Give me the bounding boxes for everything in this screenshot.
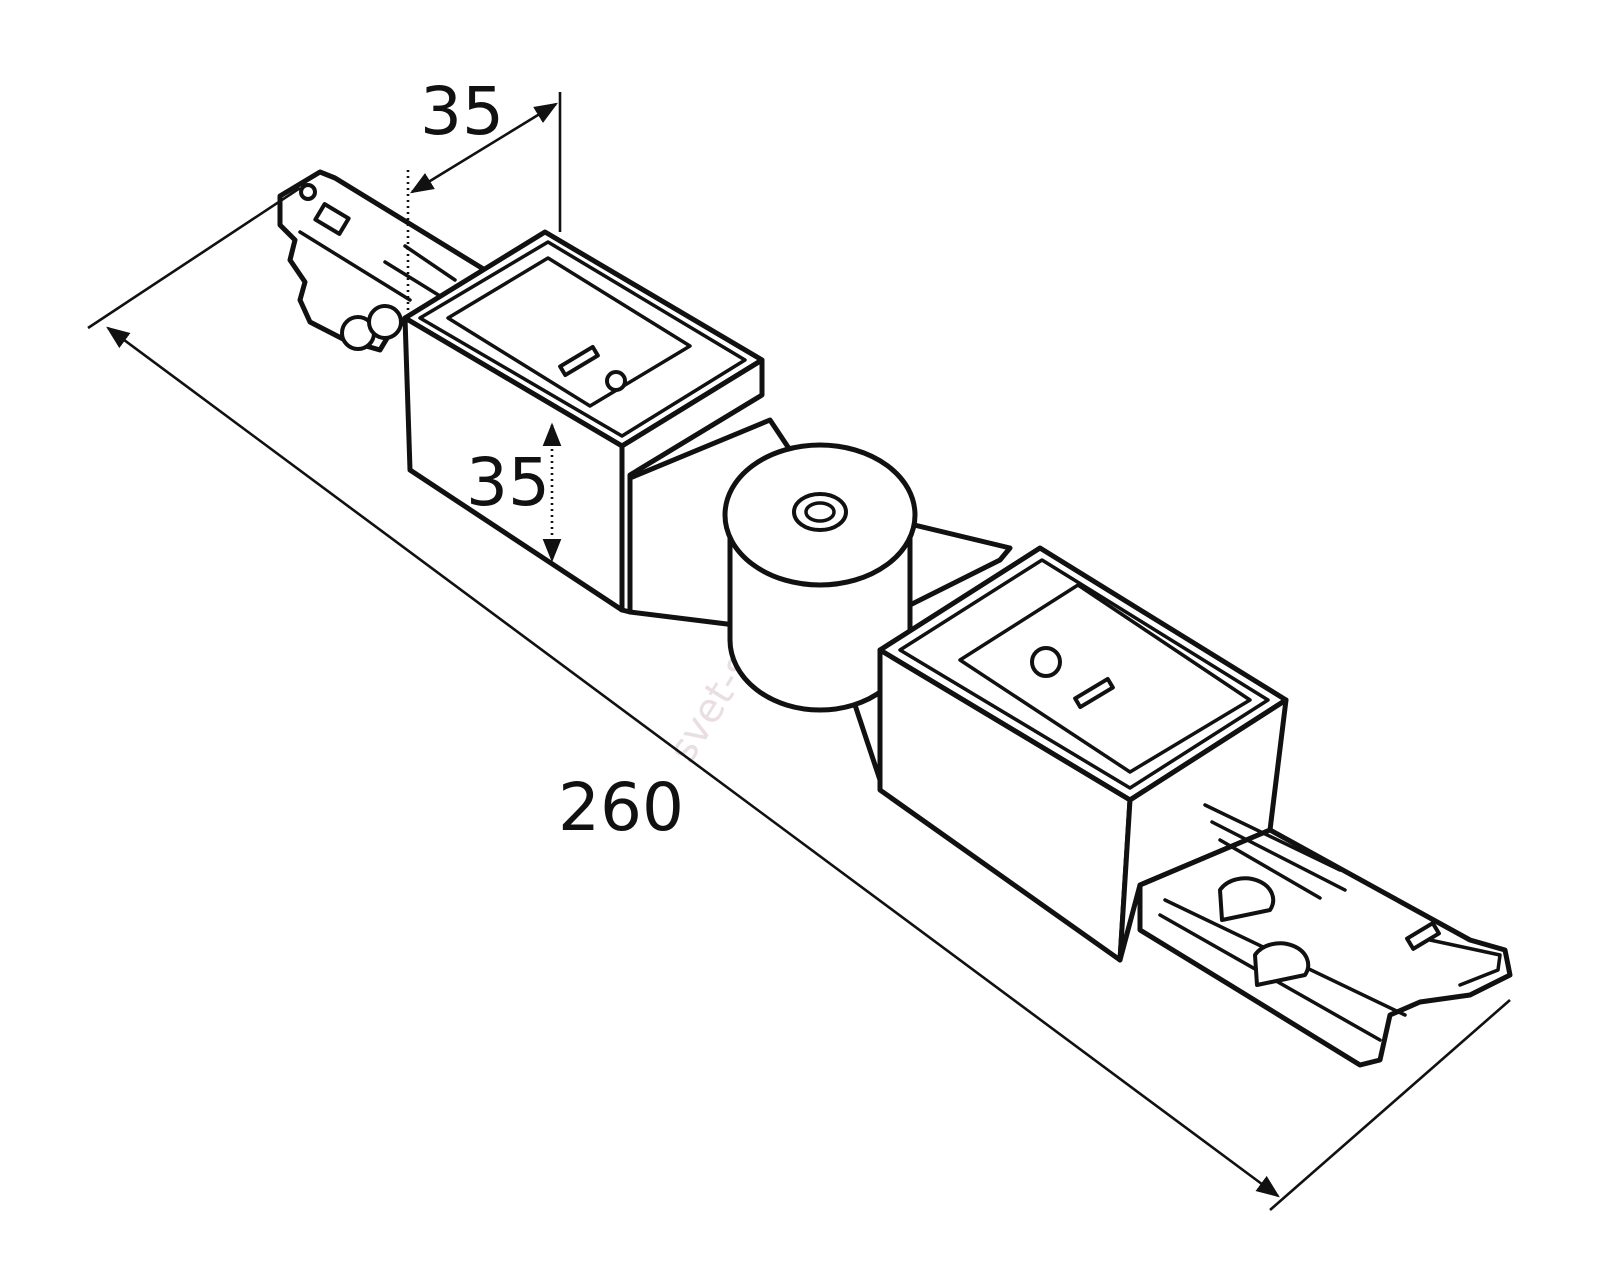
dimension-width-label: 35 (420, 73, 504, 150)
dimension-length: 260 (87, 186, 1511, 1211)
dimension-height-label: 35 (466, 444, 550, 521)
dimension-length-label: 260 (558, 769, 684, 846)
dimension-width: 35 (406, 73, 562, 318)
